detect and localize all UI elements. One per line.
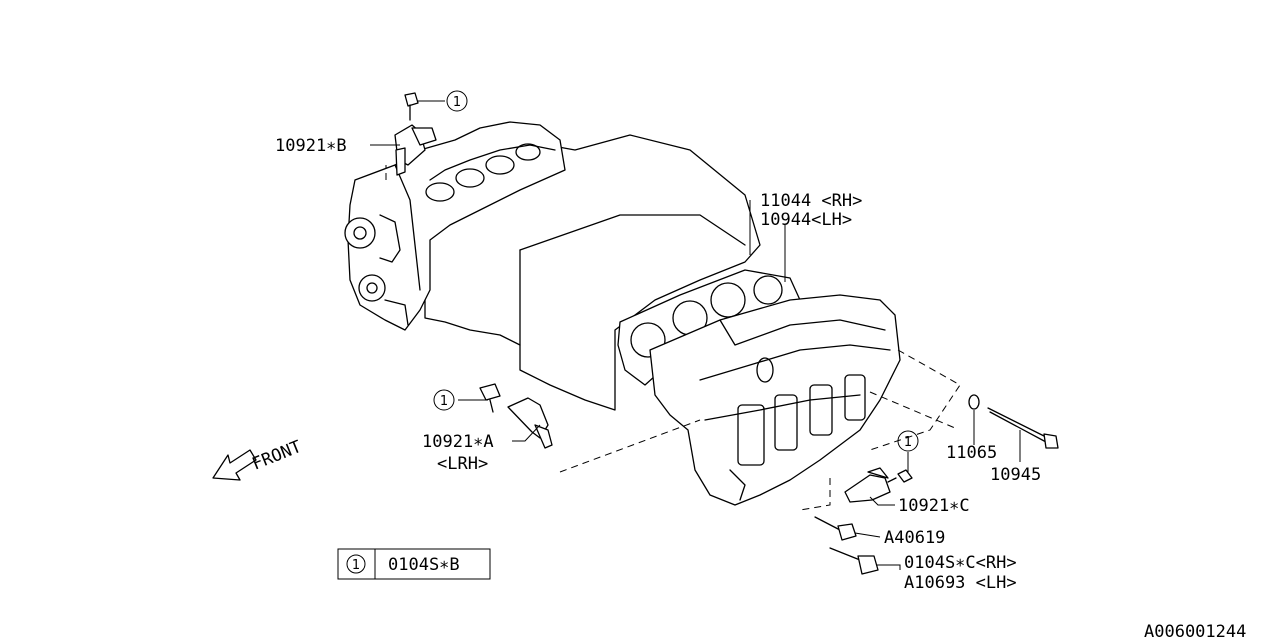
front-label: FRONT xyxy=(249,437,304,475)
legend-number: 1 xyxy=(352,558,360,573)
engine-block xyxy=(424,134,761,411)
callout-top: 1 xyxy=(446,90,468,112)
sensor-10921C xyxy=(844,467,891,503)
label-10921A: 10921∗A xyxy=(422,432,494,452)
bolt-A40619 xyxy=(814,516,857,541)
cylinder-head-left xyxy=(344,121,566,331)
legend-box: 1 0104S∗B xyxy=(337,548,491,580)
washer-11065 xyxy=(968,394,980,410)
label-10921B: 10921∗B xyxy=(275,136,347,156)
bolt-mid-left xyxy=(479,383,501,413)
callout-middle: 1 xyxy=(433,389,455,411)
front-arrow: FRONT xyxy=(212,437,304,481)
bolt-10921C xyxy=(887,469,913,483)
label-10944-lh: 10944<LH> xyxy=(760,210,852,230)
label-10945: 10945 xyxy=(990,465,1041,485)
svg-text:1: 1 xyxy=(904,435,912,450)
bolt-top xyxy=(404,92,419,121)
sensor-10921A xyxy=(507,397,553,449)
callout-right: 1 xyxy=(897,430,919,452)
leader-lines xyxy=(370,100,1021,570)
label-11065: 11065 xyxy=(946,443,997,463)
label-10921A-lrh: <LRH> xyxy=(437,454,488,474)
label-11044-rh: 11044 <RH> xyxy=(760,191,862,211)
cylinder-head-right xyxy=(649,294,901,506)
legend-code: 0104S∗B xyxy=(388,555,460,575)
diagram-id: A006001244 xyxy=(1144,622,1246,640)
sensor-10921B xyxy=(394,124,437,176)
dashed-guides xyxy=(385,165,961,511)
label-A10693-lh: A10693 <LH> xyxy=(904,573,1017,593)
bolt-10945 xyxy=(987,407,1059,449)
label-10921C: 10921∗C xyxy=(898,496,970,516)
bolt-0104SC xyxy=(829,547,879,575)
label-A40619: A40619 xyxy=(884,528,945,548)
svg-text:1: 1 xyxy=(440,394,448,409)
svg-text:1: 1 xyxy=(453,95,461,110)
label-0104SC-rh: 0104S∗C<RH> xyxy=(904,553,1017,573)
